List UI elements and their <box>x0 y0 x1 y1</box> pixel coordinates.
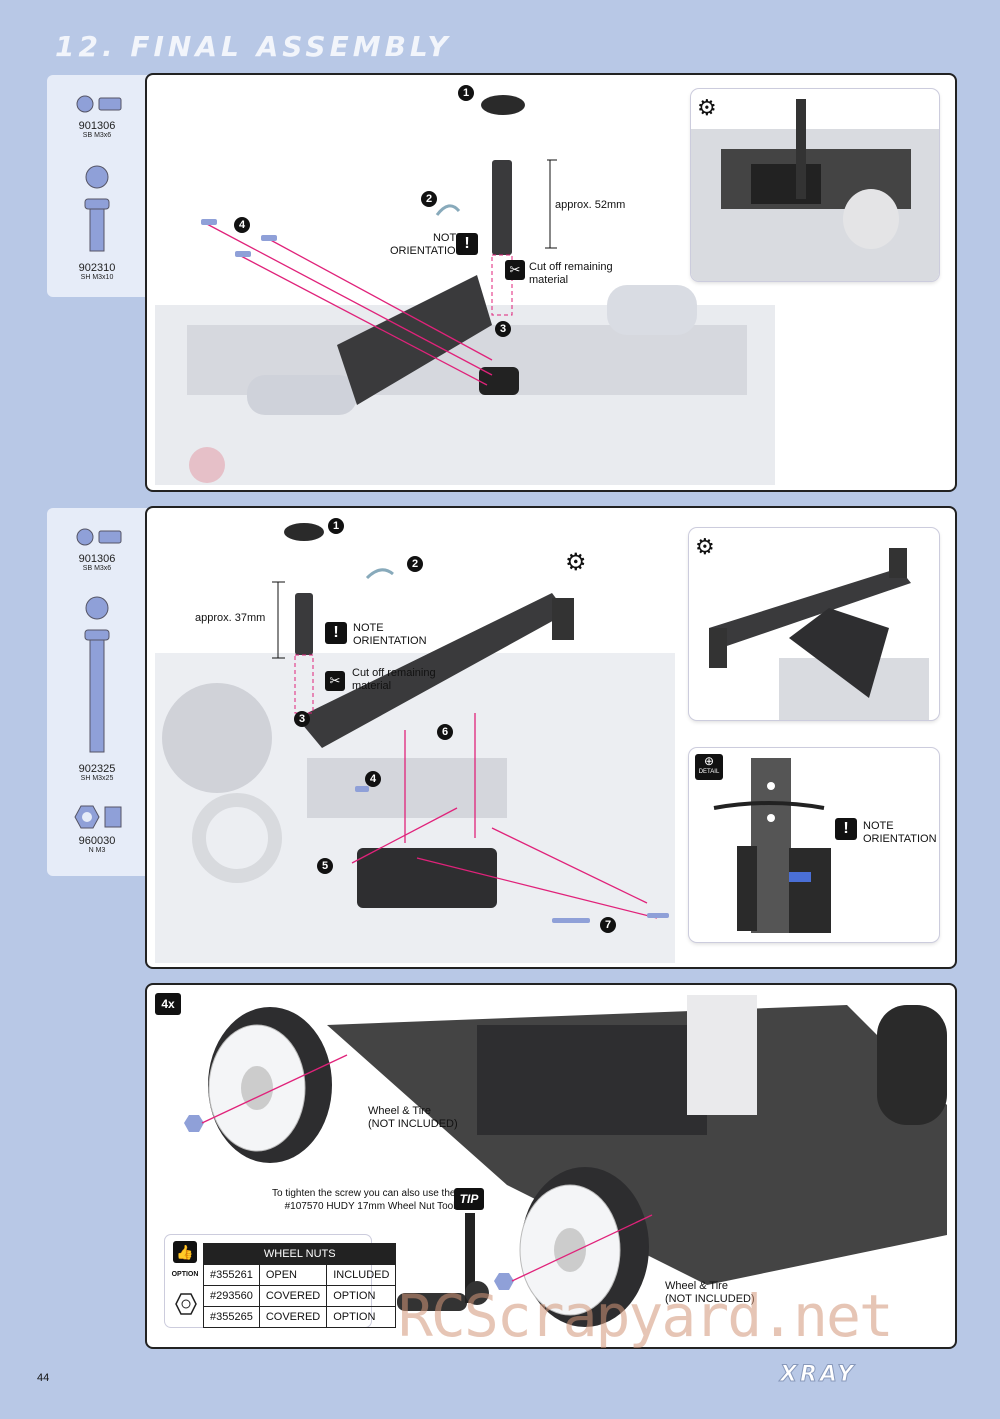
step-marker-3: 3 <box>495 321 511 337</box>
note-warning-icon: ! <box>456 233 478 255</box>
cut-label: Cut off remaining material <box>529 261 613 286</box>
thumbs-up-icon: 👍 <box>173 1241 197 1263</box>
wheel-tire-label-right: Wheel & Tire (NOT INCLUDED) <box>665 1280 755 1305</box>
cut-label: Cut off remaining material <box>352 667 436 692</box>
scissors-icon: ✂ <box>505 260 525 280</box>
note-orientation-label: NOTE ORIENTATION <box>390 232 464 257</box>
step2-result-inset: ⚙ <box>689 528 939 720</box>
part-901306: 901306 SB M3x6 <box>47 526 147 572</box>
brand-logo: XRAY <box>779 1362 857 1388</box>
step-marker-2: 2 <box>407 556 423 572</box>
step1-illustration <box>155 95 775 485</box>
detail-label: DETAIL <box>698 769 720 775</box>
multiplier-badge: 4x <box>155 993 181 1015</box>
step-marker-6: 6 <box>437 724 453 740</box>
scissors-icon: ✂ <box>325 671 345 691</box>
part-desc: SH M3x10 <box>80 274 114 281</box>
step3-panel: 4x Wheel & Tire (NOT INCLUDED) Wheel & T… <box>145 983 957 1349</box>
step-marker-2: 2 <box>421 191 437 207</box>
part-desc: SH M3x25 <box>80 775 114 782</box>
part-code: 902325 <box>78 763 116 775</box>
result-illustration <box>709 548 929 720</box>
parts-list-step2: 901306 SB M3x6 902325 SH M3x25 960030 N … <box>47 508 147 876</box>
part-901306: 901306 SB M3x6 <box>47 93 147 139</box>
magnifier-icon: ⊕ <box>703 754 715 768</box>
step-marker-3: 3 <box>294 711 310 727</box>
height-label: approx. 52mm <box>555 199 626 211</box>
height-label: approx. 37mm <box>195 612 266 624</box>
part-desc: SB M3x6 <box>82 565 112 572</box>
section-title: 12. FINAL ASSEMBLY <box>55 30 452 63</box>
step-marker-4: 4 <box>365 771 381 787</box>
result-illustration <box>691 99 939 281</box>
button-head-screw-icon <box>76 95 122 113</box>
step-marker-7: 7 <box>600 917 616 933</box>
part-902310: 902310 SH M3x10 <box>47 165 147 281</box>
wheel-tire-label-left: Wheel & Tire (NOT INCLUDED) <box>368 1105 458 1130</box>
step-marker-5: 5 <box>317 858 333 874</box>
part-code: 901306 <box>78 120 116 132</box>
note-warning-icon: ! <box>835 818 857 840</box>
detail-note-label: NOTE ORIENTATION <box>863 820 937 845</box>
option-label: OPTION <box>171 1271 199 1278</box>
tip-badge: TIP <box>454 1188 484 1210</box>
gears-check-icon: ⚙ <box>695 534 715 559</box>
table-header: WHEEL NUTS <box>202 1243 397 1265</box>
part-desc: N M3 <box>88 847 106 854</box>
nut-icon <box>74 805 122 829</box>
parts-list-step1: 901306 SB M3x6 902310 SH M3x10 <box>47 75 147 297</box>
step-marker-4: 4 <box>234 217 250 233</box>
part-code: 902310 <box>78 262 116 274</box>
detail-illustration <box>713 758 831 933</box>
part-code: 901306 <box>78 553 116 565</box>
tip-text: To tighten the screw you can also use th… <box>272 1188 456 1212</box>
part-960030: 960030 N M3 <box>47 804 147 854</box>
step-marker-1: 1 <box>458 85 474 101</box>
detail-badge: ⊕ DETAIL <box>695 754 723 780</box>
part-code: 960030 <box>78 835 116 847</box>
button-head-screw-icon <box>76 528 122 546</box>
step-marker-1: 1 <box>328 518 344 534</box>
watermark: RCScrapyard.net <box>398 1282 894 1350</box>
step3-illustration <box>184 995 947 1327</box>
note-orientation-label: NOTE ORIENTATION <box>353 622 427 647</box>
gears-check-icon: ⚙ <box>697 95 717 120</box>
socket-head-screw-icon <box>84 596 110 753</box>
option-badge: 👍 OPTION <box>171 1241 199 1281</box>
part-902325: 902325 SH M3x25 <box>47 596 147 782</box>
nut-icon <box>175 1293 197 1320</box>
step1-result-inset: ⚙ <box>691 89 939 281</box>
page-number: 44 <box>37 1372 50 1384</box>
detail-inset: ⊕ DETAIL ! NOTE ORIENTATION <box>689 748 939 942</box>
socket-head-screw-icon <box>84 165 110 252</box>
gears-check-icon: ⚙ <box>565 549 587 576</box>
step2-illustration <box>155 523 675 963</box>
part-desc: SB M3x6 <box>82 132 112 139</box>
note-warning-icon: ! <box>325 622 347 644</box>
